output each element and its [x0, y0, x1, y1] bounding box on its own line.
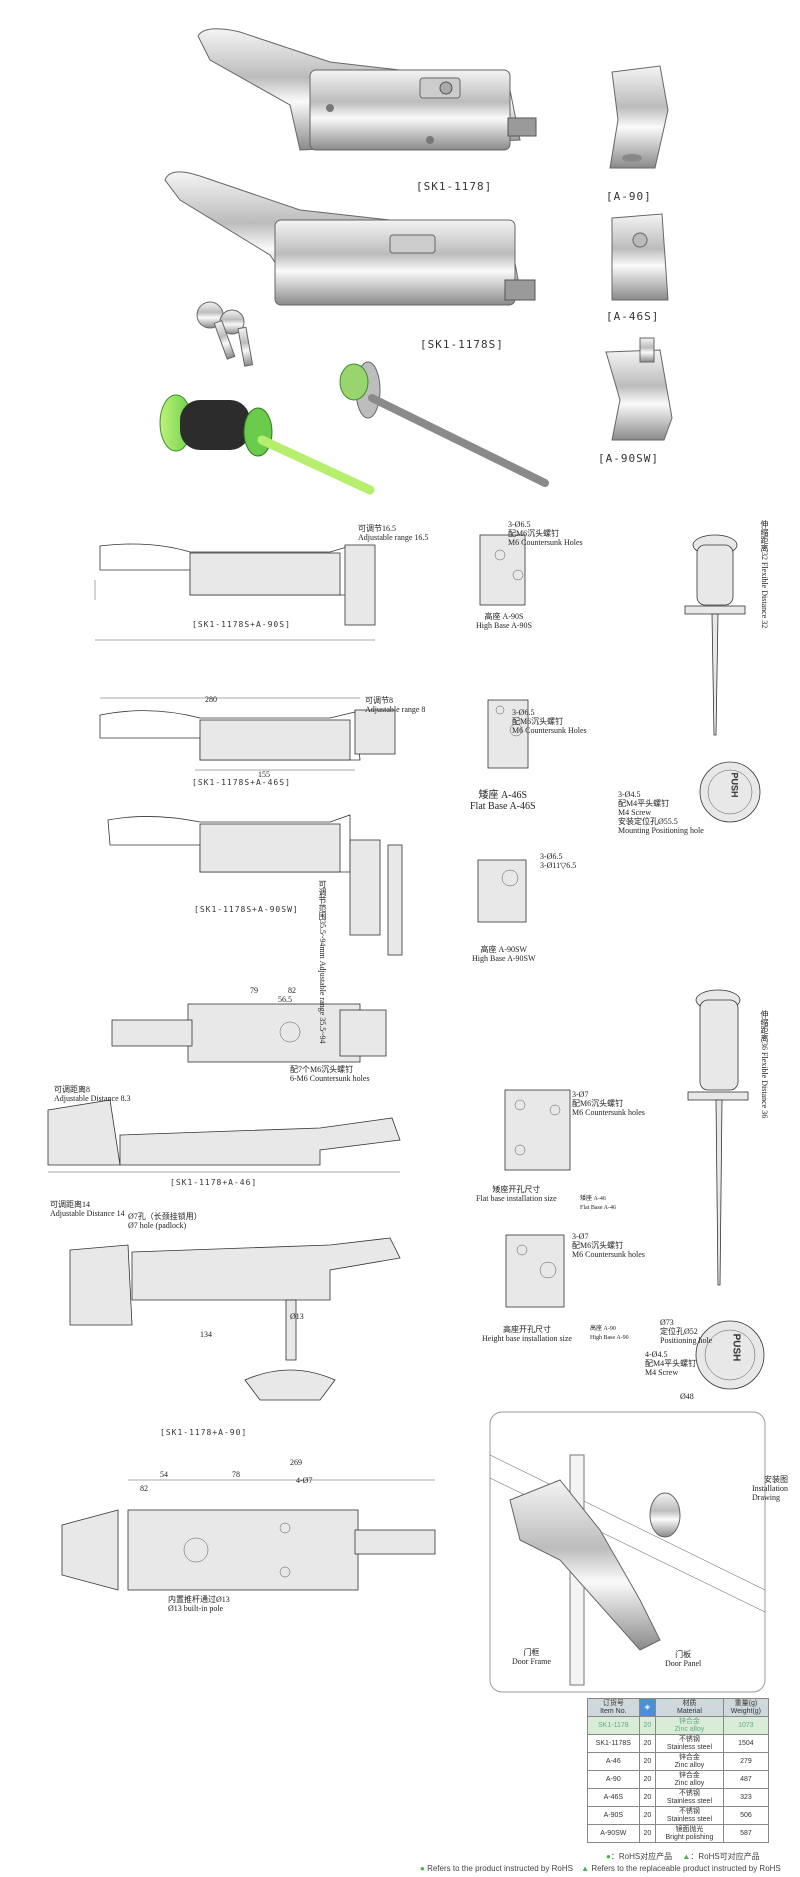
dim-79: 79	[250, 986, 258, 995]
rohs-legend-2: ● Refers to the product instructed by Ro…	[420, 1864, 781, 1873]
drawing-a46s	[487, 699, 529, 769]
rohs-legend-1: ●：RoHS对应产品 ▲：RoHS可对应产品	[606, 1852, 760, 1861]
label-sk1-1178s: [SK1-1178S]	[420, 338, 504, 351]
installation-drawing	[489, 1411, 766, 1693]
drawing-sk-a90sw	[107, 814, 403, 956]
adj355: 可调节范围35.5~94mm Adjustable range 35.5~94	[318, 880, 327, 1044]
drawing-sk-a46s	[99, 697, 396, 771]
green-dot-icon: ●	[606, 1852, 611, 1861]
drawing-sk-a46-top	[111, 1003, 387, 1063]
photo-a-90sw	[605, 337, 673, 441]
label-sk-a46: [SK1-1178+A-46]	[170, 1178, 258, 1187]
drawing-a46	[504, 1089, 571, 1171]
drawing-a90s	[479, 534, 526, 606]
label-sk-a46s: [SK1-1178S+A-46S]	[192, 778, 291, 787]
a90-note: 高座 A-90 High Base A-90	[590, 1326, 629, 1341]
dim-78: 78	[232, 1470, 240, 1479]
drawing-sk-a90-side	[69, 1237, 401, 1401]
drawing-sk-a90s	[94, 543, 376, 641]
th-icon: ◈	[638, 1698, 657, 1717]
dim-269: 269	[290, 1458, 302, 1467]
drawing-knob-1	[684, 534, 746, 736]
label-a-90: [A-90]	[606, 190, 652, 203]
drawing-a90	[505, 1234, 565, 1308]
dim-280: 280	[205, 695, 217, 704]
pos-dia48: Ø48	[680, 1392, 694, 1401]
label-sk-a90s: [SK1-1178S+A-90S]	[192, 620, 291, 629]
dim-13: Ø13	[290, 1312, 304, 1321]
padlock: Ø7孔（长颈挂锁用）Ø7 hole (padlock)	[128, 1212, 202, 1230]
push-label: PUSH	[730, 1333, 742, 1362]
photo-release-knob	[159, 394, 375, 495]
photo-a-90	[609, 65, 669, 169]
label-a-46s: [A-46S]	[606, 310, 660, 323]
dim-82b: 82	[288, 986, 296, 995]
label-sk1-1178: [SK1-1178]	[416, 180, 493, 193]
dim-565: 56.5	[278, 995, 292, 1004]
green-triangle-icon: ▲	[682, 1852, 691, 1861]
th-weight: 重量(g)Weight(g)	[722, 1698, 770, 1717]
push-label-2: PUSH	[729, 772, 740, 798]
drawing-push-1	[699, 761, 761, 823]
drawing-push-2	[695, 1320, 765, 1390]
photo-keys	[196, 301, 254, 367]
stretch-1: 伸缩距离32 Flexible Distance 32	[760, 520, 769, 629]
drawing-sk-a46-side	[47, 1099, 401, 1173]
a46-note: 矮座 A-46 Flat Base A-46	[580, 1196, 616, 1211]
drawing-knob-2	[687, 989, 749, 1286]
stretch-2: 伸缩距离36 Flexible Distance 36	[760, 1010, 769, 1119]
photo-sk1-1178	[197, 28, 537, 151]
hole-47: 4-Ø7	[296, 1476, 313, 1485]
label-sk-a90sw: [SK1-1178S+A-90SW]	[194, 905, 299, 914]
drawing-a90sw	[477, 859, 527, 923]
dim-54: 54	[160, 1470, 168, 1479]
photo-release-rod	[339, 361, 549, 487]
label-a-90sw: [A-90SW]	[598, 452, 659, 465]
green-triangle-icon: ▲	[581, 1864, 590, 1873]
dim-82: 82	[140, 1484, 148, 1493]
photo-sk1-1178s	[164, 171, 536, 306]
dim-134: 134	[200, 1330, 212, 1339]
drawing-sk-a90-top	[61, 1479, 436, 1591]
label-sk-a90: [SK1-1178+A-90]	[160, 1428, 248, 1437]
dim-155: 155	[258, 770, 270, 779]
green-dot-icon: ●	[420, 1864, 425, 1873]
photo-a-46s	[611, 213, 669, 301]
